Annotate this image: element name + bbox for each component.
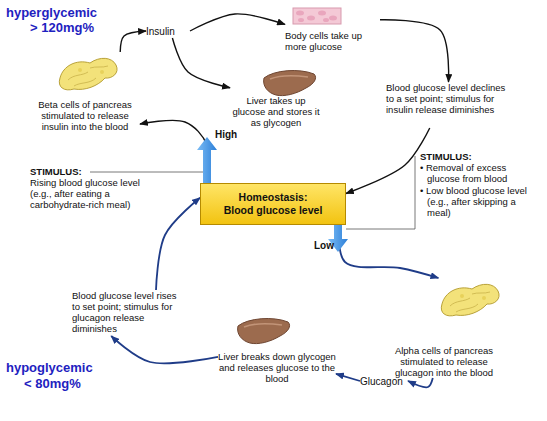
node-text: Blood glucose level rises to set point; …: [72, 290, 184, 334]
stimulus-text: Rising blood glucose level (e.g., after …: [30, 177, 146, 210]
signal-text: Insulin: [146, 24, 190, 38]
process-text: Blood glucose level declines to a set po…: [386, 82, 511, 128]
process-text: Liver takes up glucose and stores it as …: [230, 66, 322, 128]
liver-highlight: [244, 324, 282, 327]
pancreas-texture: [450, 292, 490, 312]
homeostasis-box: Homeostasis:Blood glucose level: [200, 183, 346, 225]
node-text: Liver breaks down glycogen and releases …: [218, 351, 336, 384]
flow-arrow: [339, 225, 439, 278]
direction-label: High: [215, 129, 255, 140]
pancreas-lobe: [482, 296, 486, 300]
node-text: Blood glucose level declines to a set po…: [386, 82, 511, 115]
node-text: Alpha cells of pancreas stimulated to re…: [388, 345, 500, 378]
cells-tissue: [293, 8, 341, 24]
cell-shape: [298, 18, 304, 22]
cell-shape: [307, 16, 315, 21]
process-text: Alpha cells of pancreas stimulated to re…: [388, 278, 500, 378]
process-text: Body cells take up more glucose: [285, 6, 380, 52]
flow-arrow: [346, 128, 430, 194]
range-label: hypoglycemic: [6, 360, 146, 375]
range-value: > 120mg%: [30, 20, 130, 35]
flow-arrow: [190, 14, 285, 31]
pancreas-lobe: [78, 68, 82, 72]
process-text: Beta cells of pancreas stimulated to rel…: [30, 52, 140, 132]
process-text: Blood glucose level rises to set point; …: [72, 290, 184, 336]
leader-line: [90, 172, 203, 173]
pancreas-texture: [68, 66, 108, 86]
stimulus-heading: STIMULUS:: [420, 151, 520, 162]
range-value: < 80mg%: [24, 376, 124, 391]
liver-illustration: [238, 319, 290, 344]
process-text: Liver breaks down glycogen and releases …: [218, 316, 336, 384]
stimulus-heading: STIMULUS:: [30, 166, 90, 177]
node-text: Homeostasis:: [204, 191, 342, 204]
pancreas-shape: [59, 58, 117, 90]
flow-arrow: [172, 38, 230, 88]
flow-arrow: [111, 336, 218, 363]
liver-illustration: [264, 71, 316, 96]
node-text: Glucagon: [360, 376, 408, 387]
flow-arrow: [140, 120, 209, 183]
node-text: Insulin: [146, 26, 190, 37]
flow-arrow: [408, 378, 433, 387]
pancreas-lobe: [100, 70, 104, 74]
flow-arrow: [156, 198, 200, 290]
node-text: Body cells take up more glucose: [285, 30, 380, 52]
liver-shape: [264, 71, 316, 96]
pancreas-illustration: [441, 284, 499, 316]
signal-text: Glucagon: [360, 374, 408, 388]
low-arrow: [328, 225, 348, 252]
range-label: hyperglycemic: [6, 5, 146, 20]
node-text: Blood glucose level: [204, 204, 342, 217]
leader-line: [346, 156, 415, 229]
body-cells-illustration: [293, 8, 341, 24]
liver-highlight: [270, 76, 308, 79]
pancreas-lobe: [460, 294, 464, 298]
node-text: Beta cells of pancreas stimulated to rel…: [30, 99, 140, 132]
node-text: Liver takes up glucose and stores it as …: [230, 95, 322, 128]
flow-arrow: [380, 20, 449, 82]
high-arrow: [197, 137, 217, 184]
cell-shape: [296, 11, 304, 16]
direction-label: Low: [314, 240, 344, 251]
cell-shape: [318, 11, 326, 16]
flow-arrow: [120, 31, 146, 52]
pancreas-shape: [441, 284, 499, 316]
cell-shape: [323, 18, 329, 22]
stimulus-bullet: • Removal of excess glucose from blood: [420, 162, 540, 184]
stimulus-bullet: • Low blood glucose level (e.g., after s…: [420, 185, 540, 218]
flow-arrow: [336, 374, 360, 381]
cell-shape: [329, 16, 337, 21]
liver-shape: [238, 319, 290, 344]
pancreas-illustration: [59, 58, 117, 90]
